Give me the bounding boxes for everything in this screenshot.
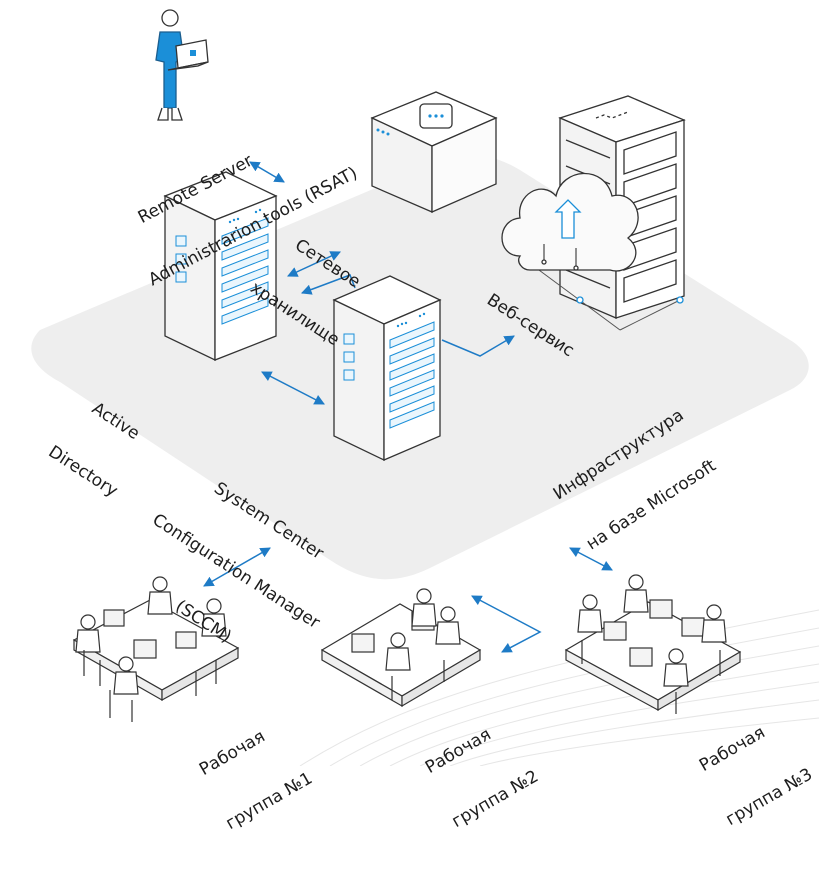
server-tower-icon [332, 275, 442, 462]
infrastructure-diagram: Remote Server Administrarion tools (RSAT… [31, 9, 819, 834]
diagram-canvas [31, 9, 819, 767]
arrow-group1 [203, 547, 271, 587]
arrow-rsat-ad [249, 161, 285, 183]
arrow-sccm-web [441, 335, 515, 357]
admin-person-icon [155, 9, 209, 121]
active-directory-label-line2: Directory [44, 441, 122, 502]
group1-label-line1: Рабочая [196, 726, 269, 780]
storage-label-line2: хранилище [246, 277, 343, 351]
group2-label-line1: Рабочая [422, 724, 495, 778]
arrow-sccm-storage [301, 274, 356, 295]
arrow-group3 [569, 547, 613, 571]
server-tower-icon [163, 171, 278, 362]
storage-device-icon [370, 91, 498, 213]
arrow-ad-storage [287, 251, 341, 277]
arrow-ad-sccm [261, 371, 325, 405]
workstation-group-icon [320, 588, 482, 708]
workstation-group-icon [72, 576, 240, 722]
workstation-group-icon [564, 574, 742, 714]
group3-label-line2: группа №3 [722, 764, 816, 830]
laptop-icon [167, 39, 209, 71]
group1-label-line2: группа №1 [222, 768, 316, 834]
arrow-group2 [471, 595, 542, 653]
connection-arrows [203, 161, 613, 653]
storage-label-line1: Сетевое [291, 235, 364, 293]
group3-label-line1: Рабочая [696, 722, 769, 776]
cloud-upload-icon [501, 172, 639, 272]
group2-label-line2: группа №2 [448, 766, 542, 832]
active-directory-label-line1: Active [88, 398, 144, 444]
